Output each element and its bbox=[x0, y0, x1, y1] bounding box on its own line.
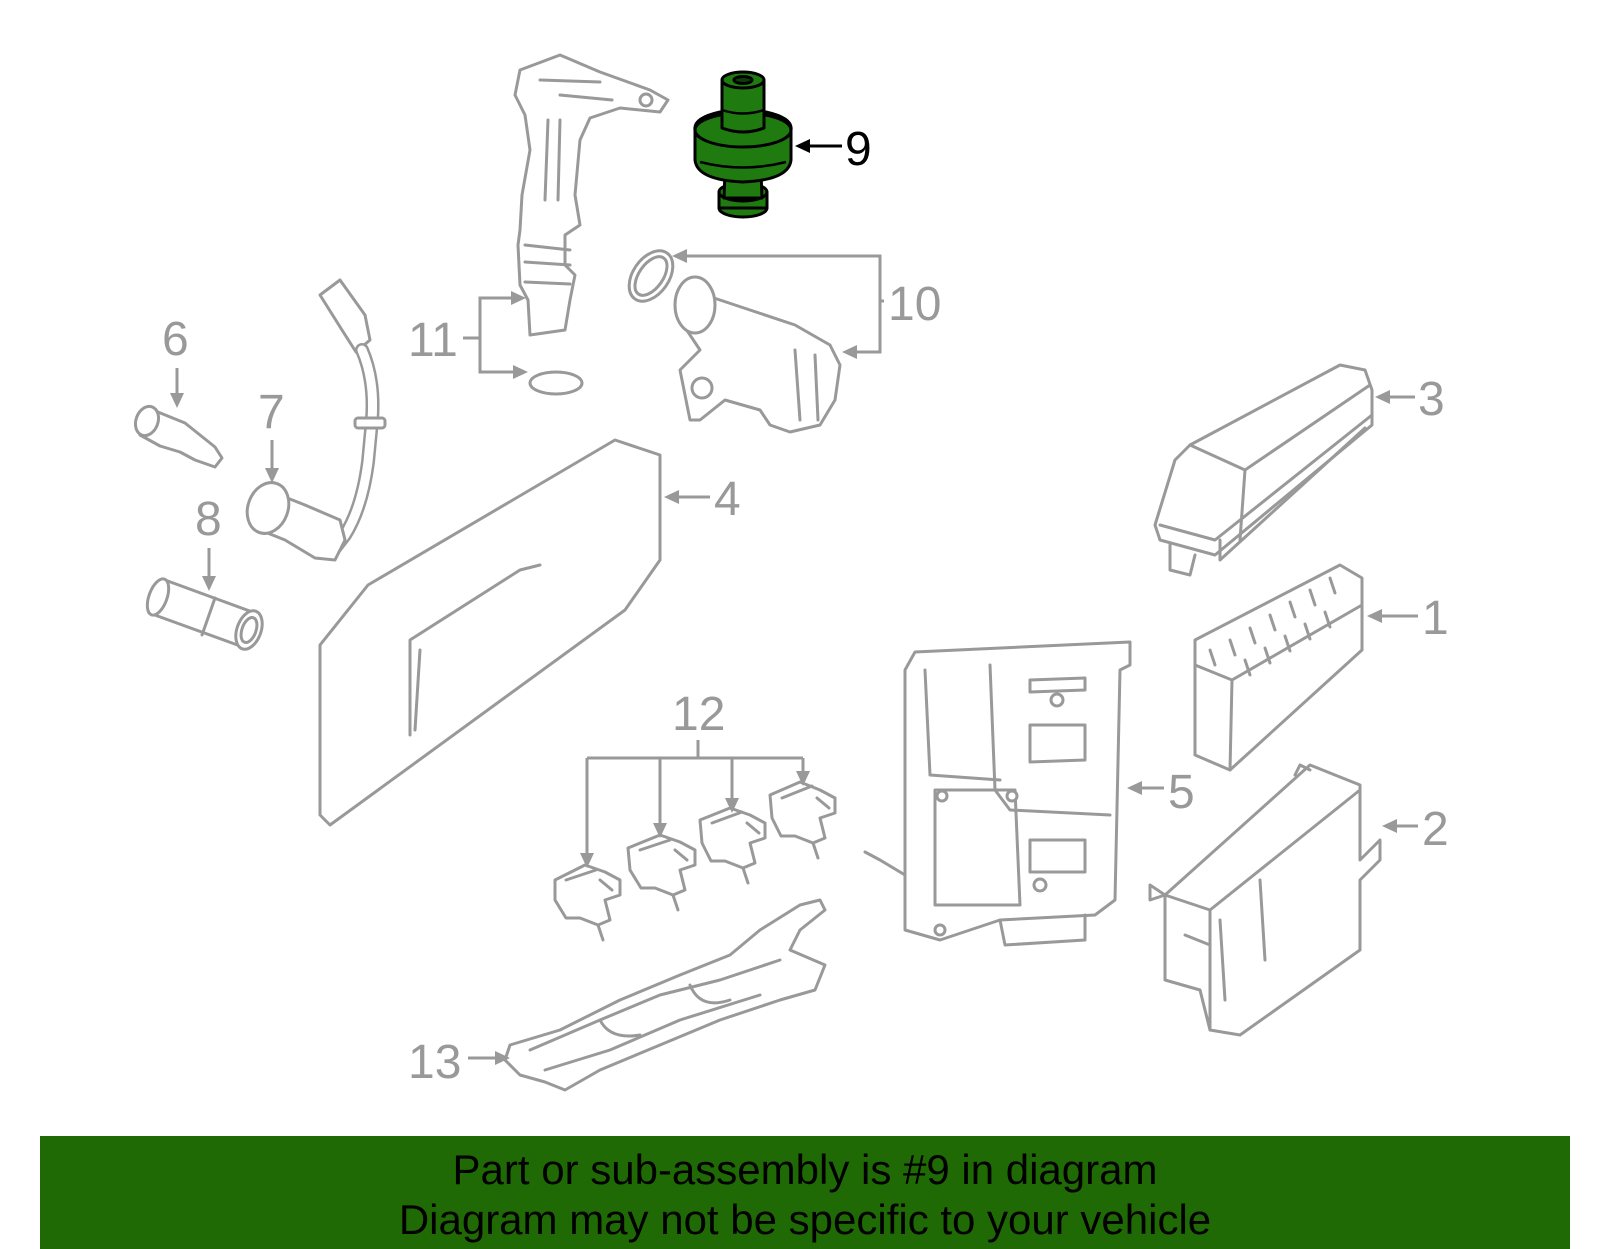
callout-4: 4 bbox=[714, 473, 741, 526]
part-11-sensor bbox=[513, 53, 670, 396]
callout-8: 8 bbox=[195, 493, 222, 546]
callout-12: 12 bbox=[672, 688, 725, 741]
part-8-sleeve bbox=[145, 577, 264, 651]
callout-3: 3 bbox=[1418, 373, 1445, 426]
part-4-plate bbox=[318, 438, 662, 827]
part-6-sensor bbox=[133, 404, 224, 469]
callout-9: 9 bbox=[845, 123, 872, 176]
banner-line-1: Part or sub-assembly is #9 in diagram bbox=[452, 1146, 1158, 1193]
callout-5: 5 bbox=[1168, 766, 1195, 819]
banner-line-2: Diagram may not be specific to your vehi… bbox=[398, 1196, 1212, 1243]
part-5-ecm bbox=[863, 640, 1132, 947]
part-2-base bbox=[1148, 763, 1382, 1037]
part-1-fuseblock bbox=[1193, 563, 1364, 772]
callout-1: 1 bbox=[1422, 592, 1449, 645]
part-10-sensor bbox=[627, 249, 842, 434]
callout-10: 10 bbox=[888, 278, 941, 331]
callout-6: 6 bbox=[162, 313, 189, 366]
callout-11: 11 bbox=[408, 314, 458, 367]
leader-lines bbox=[170, 139, 1418, 1065]
callout-13: 13 bbox=[408, 1036, 461, 1089]
callout-labels: 1 2 3 4 5 6 7 8 9 10 11 12 13 bbox=[162, 123, 1449, 1089]
part-9-highlighted bbox=[693, 70, 793, 219]
callout-7: 7 bbox=[258, 386, 285, 439]
callout-2: 2 bbox=[1422, 803, 1449, 856]
part-13-bracket bbox=[503, 898, 827, 1092]
part-7-sensor-lead bbox=[245, 278, 387, 562]
info-banner: Part or sub-assembly is #9 in diagram Di… bbox=[40, 1136, 1570, 1249]
part-3-cover bbox=[1153, 363, 1374, 577]
part-12-coils bbox=[553, 780, 837, 942]
